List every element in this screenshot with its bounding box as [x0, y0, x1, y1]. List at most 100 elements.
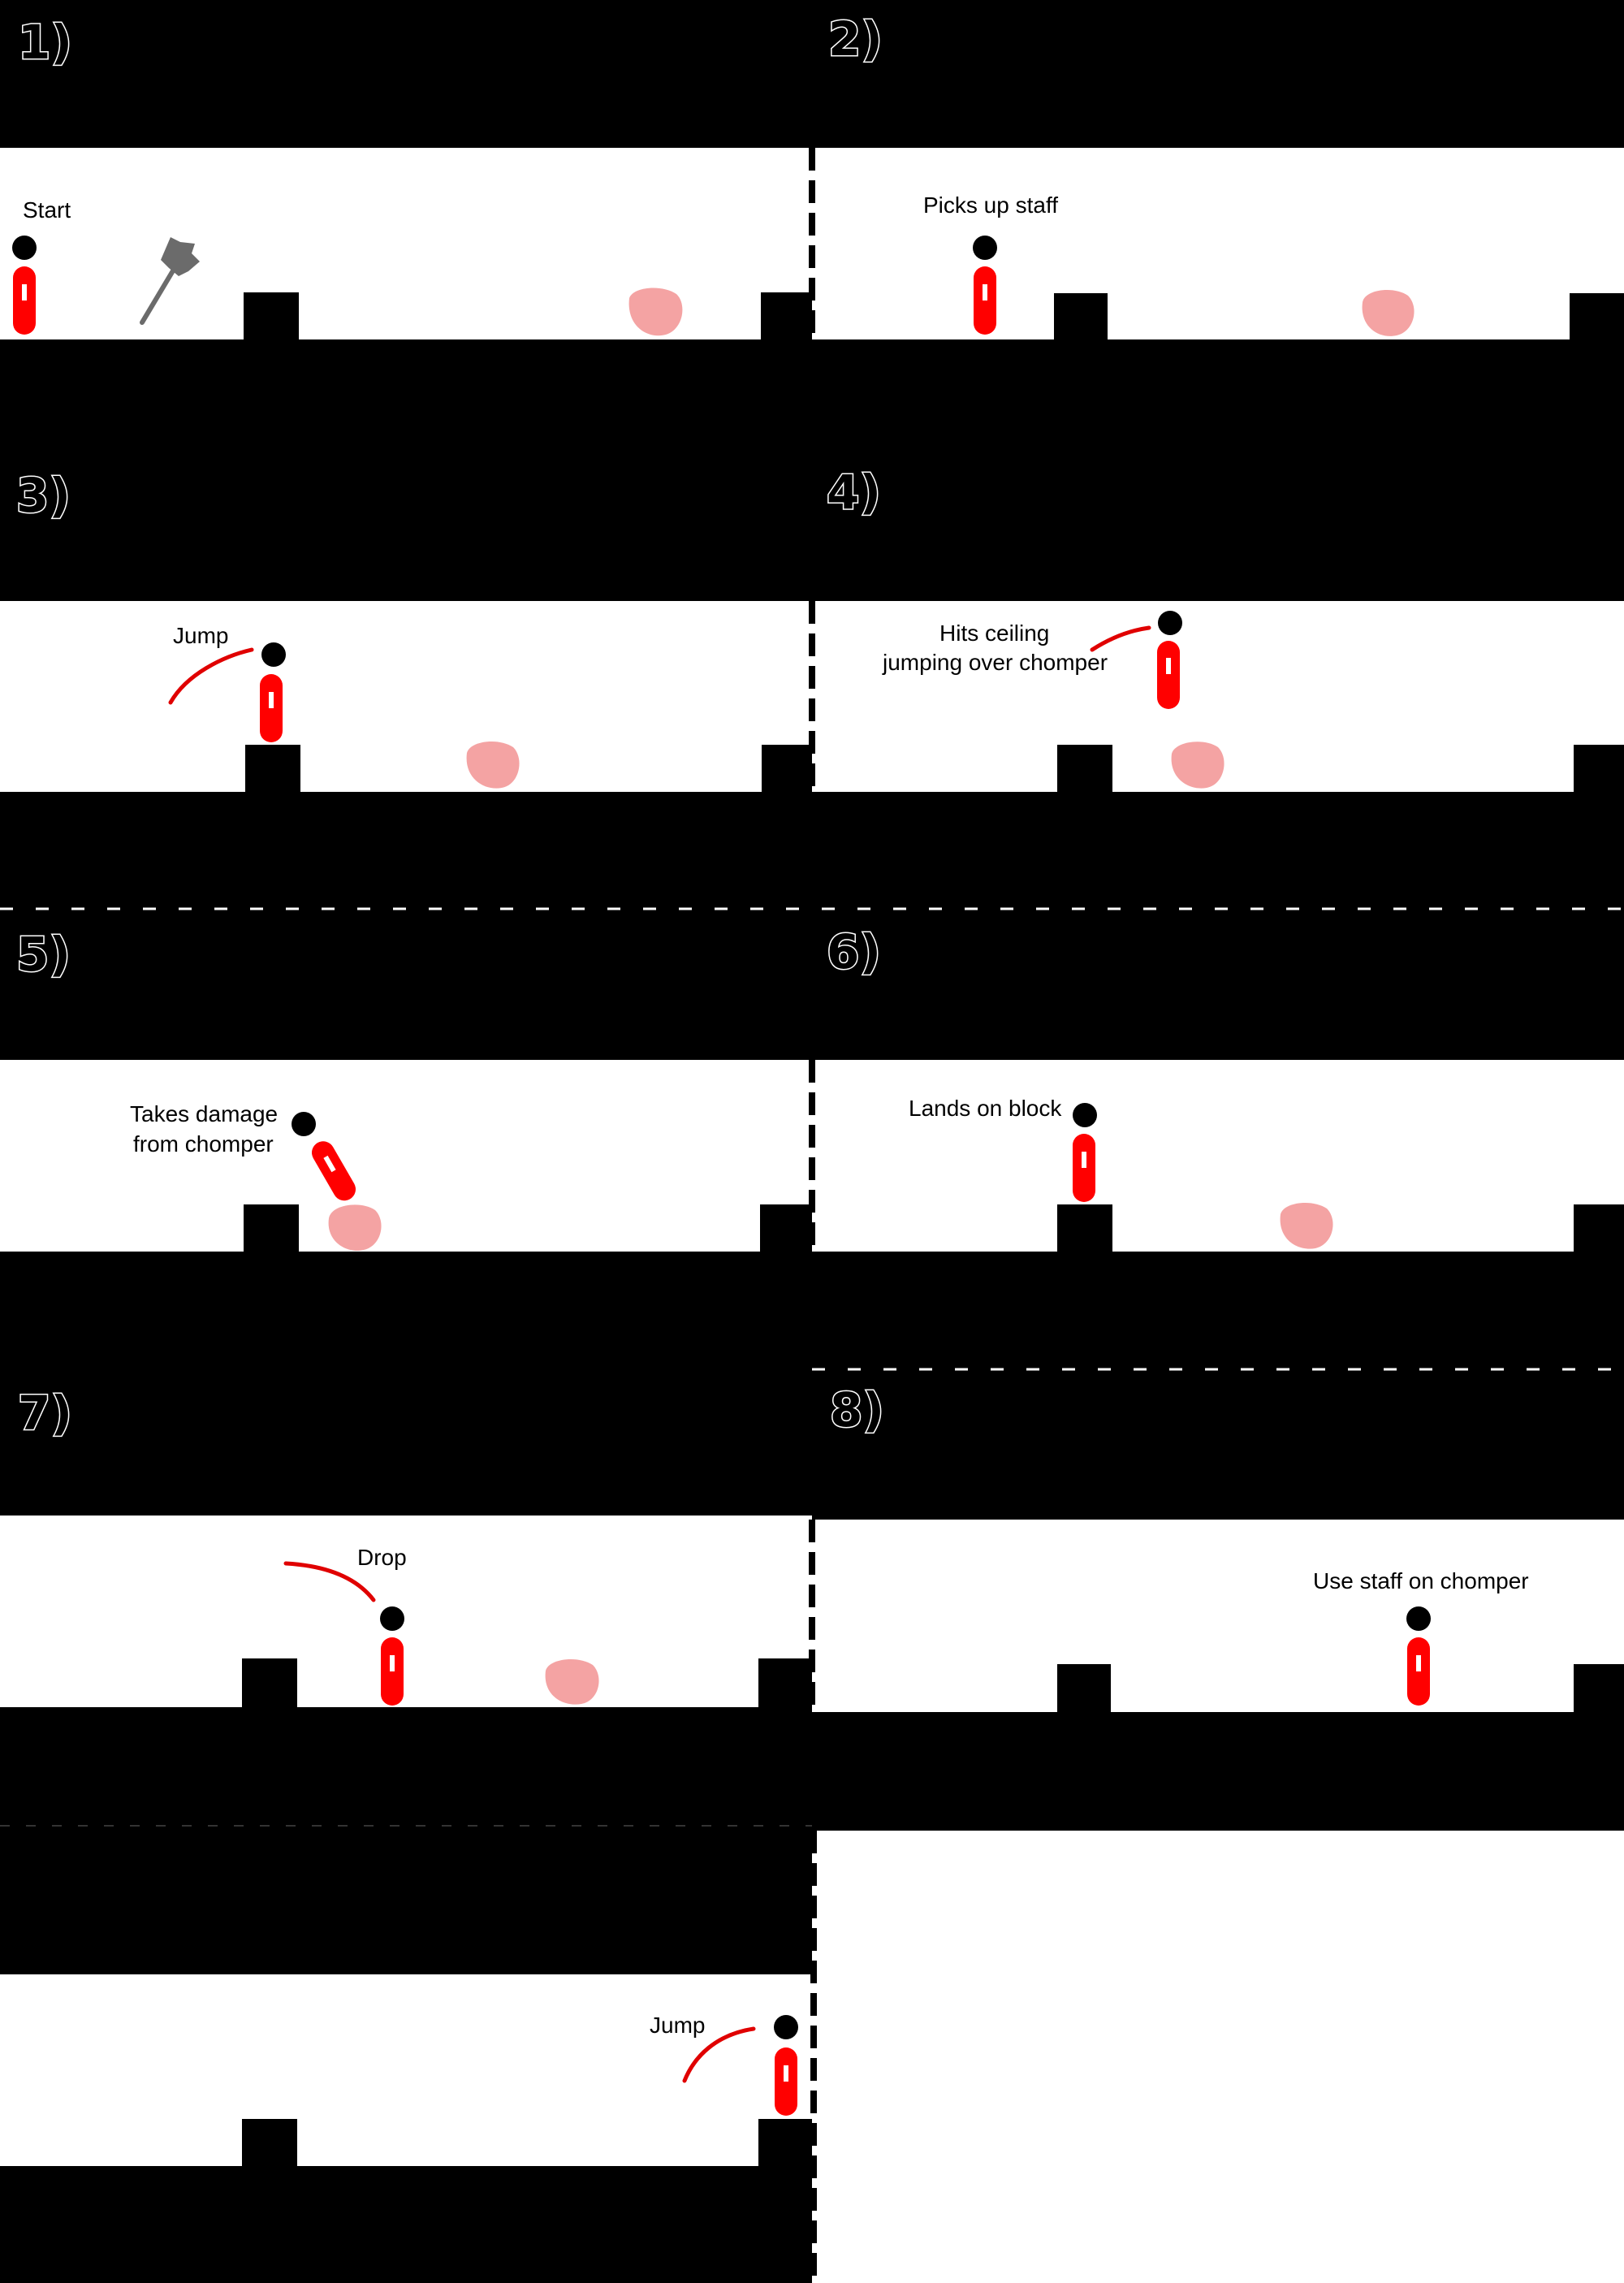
caption: Hits ceiling	[939, 620, 1049, 646]
pink-blob-enemy-icon	[466, 741, 520, 789]
panel-number: 8)	[830, 1382, 884, 1438]
player-head	[774, 2015, 798, 2039]
pink-blob-enemy-icon	[628, 288, 683, 336]
player-marking	[22, 284, 27, 301]
stick-figure-player	[380, 1606, 404, 1706]
panel-number: 3)	[16, 468, 71, 523]
panel-3: 3) Jump	[0, 453, 812, 907]
panel-2: 2) Picks up staff	[812, 0, 1624, 453]
staff-icon	[140, 237, 200, 325]
ceiling	[0, 907, 812, 1060]
pink-blob-enemy-icon	[545, 1658, 599, 1705]
caption: Lands on block	[909, 1096, 1062, 1121]
block	[1057, 1204, 1112, 1253]
ceiling	[812, 1367, 1624, 1520]
ground	[812, 792, 1624, 907]
ceiling	[0, 0, 812, 148]
ground	[812, 1252, 1624, 1367]
ground	[812, 339, 1624, 453]
panel-8: 8) Use staff on chomper	[812, 1367, 1624, 1831]
block	[244, 1204, 299, 1253]
panel-6: 6) Lands on block	[812, 907, 1624, 1367]
player-marking	[1082, 1152, 1086, 1168]
player-head	[261, 642, 286, 667]
player-body	[1157, 641, 1180, 709]
block	[1574, 1664, 1624, 1714]
block	[758, 2119, 812, 2168]
stick-figure-player	[260, 642, 286, 742]
pink-blob-enemy-icon	[1362, 290, 1415, 336]
panel-5: 5) Takes damage from chomper	[0, 907, 812, 1367]
ground	[0, 792, 812, 907]
player-head	[1073, 1103, 1097, 1127]
block	[760, 1204, 812, 1253]
ground	[0, 1252, 812, 1367]
player-marking	[784, 2065, 788, 2082]
player-marking	[323, 1155, 336, 1173]
ground	[0, 2166, 812, 2283]
jump-arc-icon	[682, 2026, 756, 2083]
ceiling	[812, 453, 1624, 601]
panel-9: Jump	[0, 1826, 812, 2283]
ground	[0, 339, 812, 453]
pink-blob-enemy-icon	[328, 1204, 382, 1251]
caption: Jump	[650, 2013, 705, 2038]
caption: Picks up staff	[923, 192, 1058, 218]
player-marking	[390, 1655, 395, 1671]
panel-1: 1) Start	[0, 0, 812, 453]
ground	[0, 1707, 812, 1826]
block	[1574, 1204, 1624, 1253]
panel-number: 1)	[18, 15, 72, 70]
player-marking	[1166, 658, 1171, 674]
block	[242, 2119, 297, 2168]
stick-figure-player	[1406, 1606, 1431, 1706]
ceiling	[0, 453, 812, 601]
block	[245, 745, 300, 793]
player-head	[12, 236, 37, 260]
pink-blob-enemy-icon	[1171, 742, 1224, 789]
caption: Drop	[357, 1545, 407, 1570]
caption: jumping over chomper	[882, 650, 1108, 675]
block	[758, 1658, 812, 1709]
block	[1057, 745, 1112, 793]
panel-4: 4) Hits ceiling jumping over chomper	[812, 453, 1624, 907]
panel-dividers	[0, 148, 1624, 2283]
jump-arc-icon	[1090, 625, 1151, 652]
player-head	[973, 236, 997, 260]
caption: Takes damage	[130, 1101, 278, 1126]
pink-blob-enemy-icon	[1280, 1202, 1333, 1249]
player-head	[1158, 611, 1182, 635]
stick-figure-player	[973, 236, 997, 335]
staff-head	[161, 237, 200, 276]
block	[1057, 1664, 1111, 1714]
stick-figure-player	[12, 236, 37, 335]
jump-arc-icon	[283, 1561, 376, 1602]
block	[1570, 293, 1624, 342]
block	[1574, 745, 1624, 793]
panel-number: 2)	[828, 11, 883, 67]
ground	[812, 1712, 1624, 1831]
caption: Start	[23, 197, 71, 223]
stick-figure-player	[1073, 1103, 1097, 1202]
panel-number: 5)	[16, 927, 71, 982]
panel-number: 6)	[827, 924, 881, 979]
stick-figure-player	[292, 1112, 356, 1201]
player-marking	[1416, 1655, 1421, 1671]
player-head	[1406, 1606, 1431, 1631]
block	[1054, 293, 1108, 342]
panel-number: 7)	[18, 1386, 72, 1441]
block	[242, 1658, 297, 1709]
caption: from chomper	[133, 1131, 274, 1157]
staff-handle	[140, 266, 177, 325]
panel-7: 7) Drop	[0, 1367, 812, 1826]
stick-figure-player	[774, 2015, 798, 2116]
block	[761, 292, 812, 341]
caption: Jump	[173, 623, 228, 648]
panel-number: 4)	[827, 465, 881, 520]
ceiling	[812, 0, 1624, 148]
ceiling	[0, 1826, 812, 1974]
player-head	[292, 1112, 316, 1136]
block	[762, 745, 812, 793]
jump-arc-icon	[168, 647, 254, 705]
